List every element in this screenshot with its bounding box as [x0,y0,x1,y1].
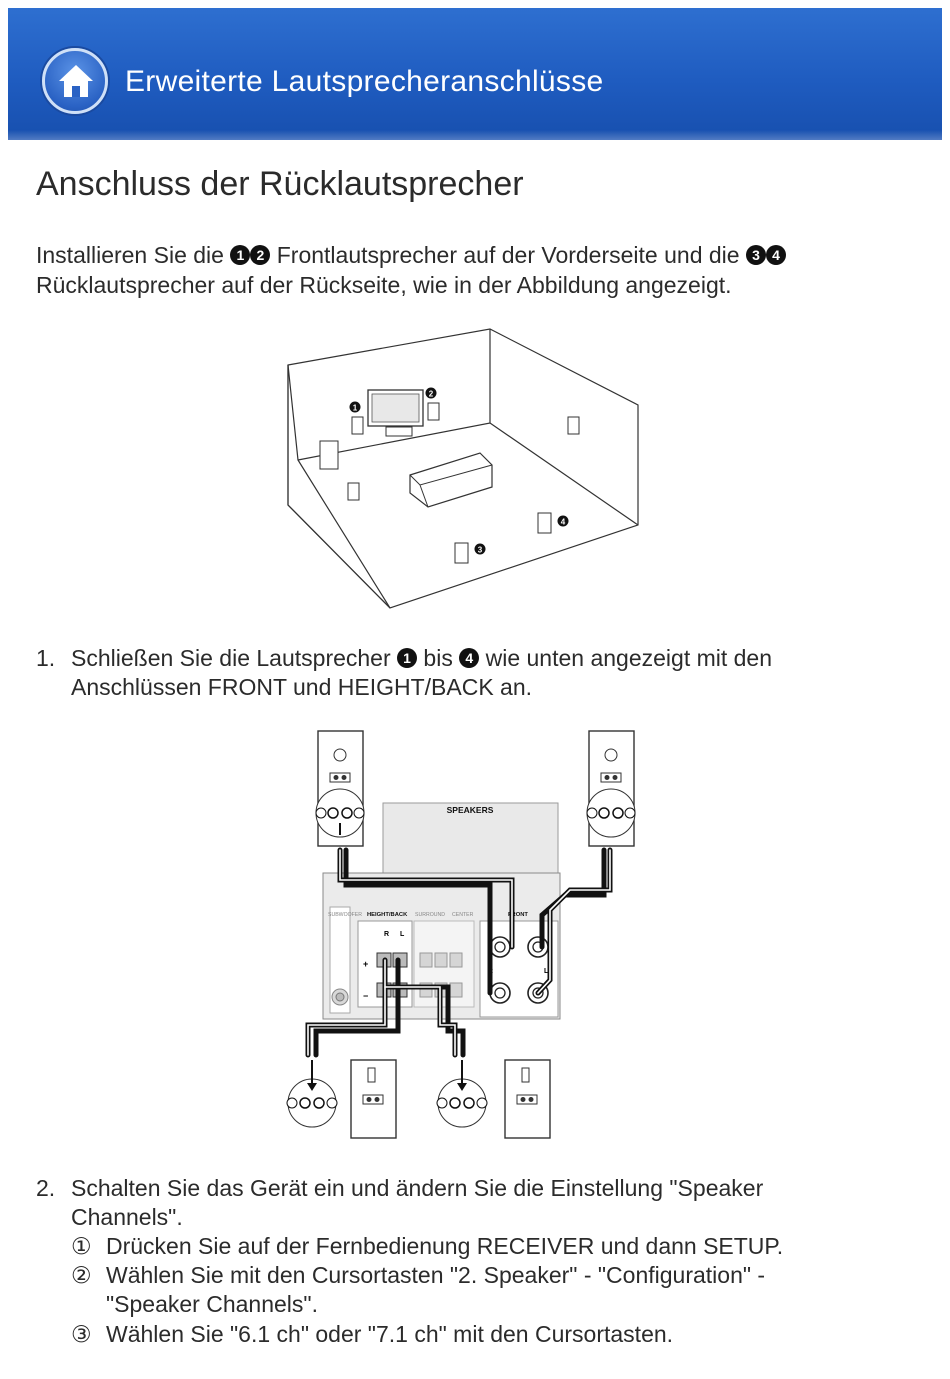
front-l: L [544,968,549,975]
substep-1-text: Drücken Sie auf der Fernbedienung RECEIV… [106,1233,784,1259]
home-icon [59,65,93,97]
step-2-line1: Schalten Sie das Gerät ein und ändern Si… [71,1175,764,1201]
step-2-text: Schalten Sie das Gerät ein und ändern Si… [71,1174,891,1232]
step-1: 1. Schließen Sie die Lautsprecher 1 bis … [36,644,916,704]
substep-3-mark: ③ [71,1321,92,1347]
hb-minus: − [363,991,368,1001]
label-front: FRONT [508,912,528,918]
marker-1: 1 [230,245,251,265]
step-1-text-line2: Anschlüssen FRONT und HEIGHT/BACK an. [71,674,533,700]
svg-text:1: 1 [353,404,358,413]
hb-r: R [384,931,389,938]
svg-text:4: 4 [561,518,566,527]
substep-2-line2: "Speaker Channels". [106,1291,318,1317]
substep-2-line1: Wählen Sie mit den Cursortasten "2. Spea… [106,1262,766,1288]
speakers-label: SPEAKERS [447,805,494,815]
label-surround: SURROUND [415,912,445,918]
room-marker-3: 3 [474,543,486,555]
marker-4: 4 [765,245,786,265]
label-subwoofer: SUBWOOFER [328,912,362,918]
step-1-marker-a: 1 [397,648,418,668]
step-2-number: 2. [36,1175,56,1201]
step-1-text-part1: Schließen Sie die Lautsprecher [71,645,391,671]
room-marker-1: 1 [349,401,361,413]
substep-1: ① Drücken Sie auf der Fernbedienung RECE… [71,1232,891,1262]
header-title: Erweiterte Lautsprecheranschlüsse [125,65,604,98]
header-bar: Erweiterte Lautsprecheranschlüsse [8,8,942,140]
marker-2: 2 [250,245,271,265]
substep-2-text: Wählen Sie mit den Cursortasten "2. Spea… [106,1261,866,1319]
connection-diagram: SPEAKERS SUBWOOFER HEIGHT/BACK SURROUND … [286,730,636,1139]
intro-text-2: Frontlautsprecher auf der Vorderseite un… [276,242,740,268]
step-1-text-part3: wie unten angezeigt mit den [485,645,773,671]
hb-l: L [400,931,405,938]
step-1-number: 1. [36,645,56,671]
substep-3-text: Wählen Sie "6.1 ch" oder "7.1 ch" mit de… [106,1321,674,1347]
room-illustration: 1 2 3 4 [287,328,639,609]
intro-text-1: Installieren Sie die [36,242,224,268]
intro-text-3: Rücklautsprecher auf der Rückseite, wie … [36,272,732,298]
step-1-marker-b: 4 [459,648,480,668]
label-height-back: HEIGHT/BACK [367,912,408,918]
substep-1-mark: ① [71,1233,92,1259]
step-1-text-part2: bis [423,645,453,671]
step-1-text: Schließen Sie die Lautsprecher 1 bis 4 w… [71,644,891,702]
label-center: CENTER [452,912,474,918]
hb-plus: + [363,959,368,969]
step-2: 2. Schalten Sie das Gerät ein und ändern… [36,1174,916,1234]
substep-2-mark: ② [71,1262,92,1288]
marker-3: 3 [745,245,766,265]
substep-3: ③ Wählen Sie "6.1 ch" oder "7.1 ch" mit … [71,1320,891,1350]
svg-text:3: 3 [478,546,483,555]
room-marker-4: 4 [557,515,569,527]
svg-text:2: 2 [429,390,434,399]
room-marker-2: 2 [425,387,437,399]
step-2-line2: Channels". [71,1204,183,1230]
page-title: Anschluss der Rücklautsprecher [36,165,524,203]
home-button[interactable] [42,48,108,114]
substep-2: ② Wählen Sie mit den Cursortasten "2. Sp… [71,1261,891,1321]
